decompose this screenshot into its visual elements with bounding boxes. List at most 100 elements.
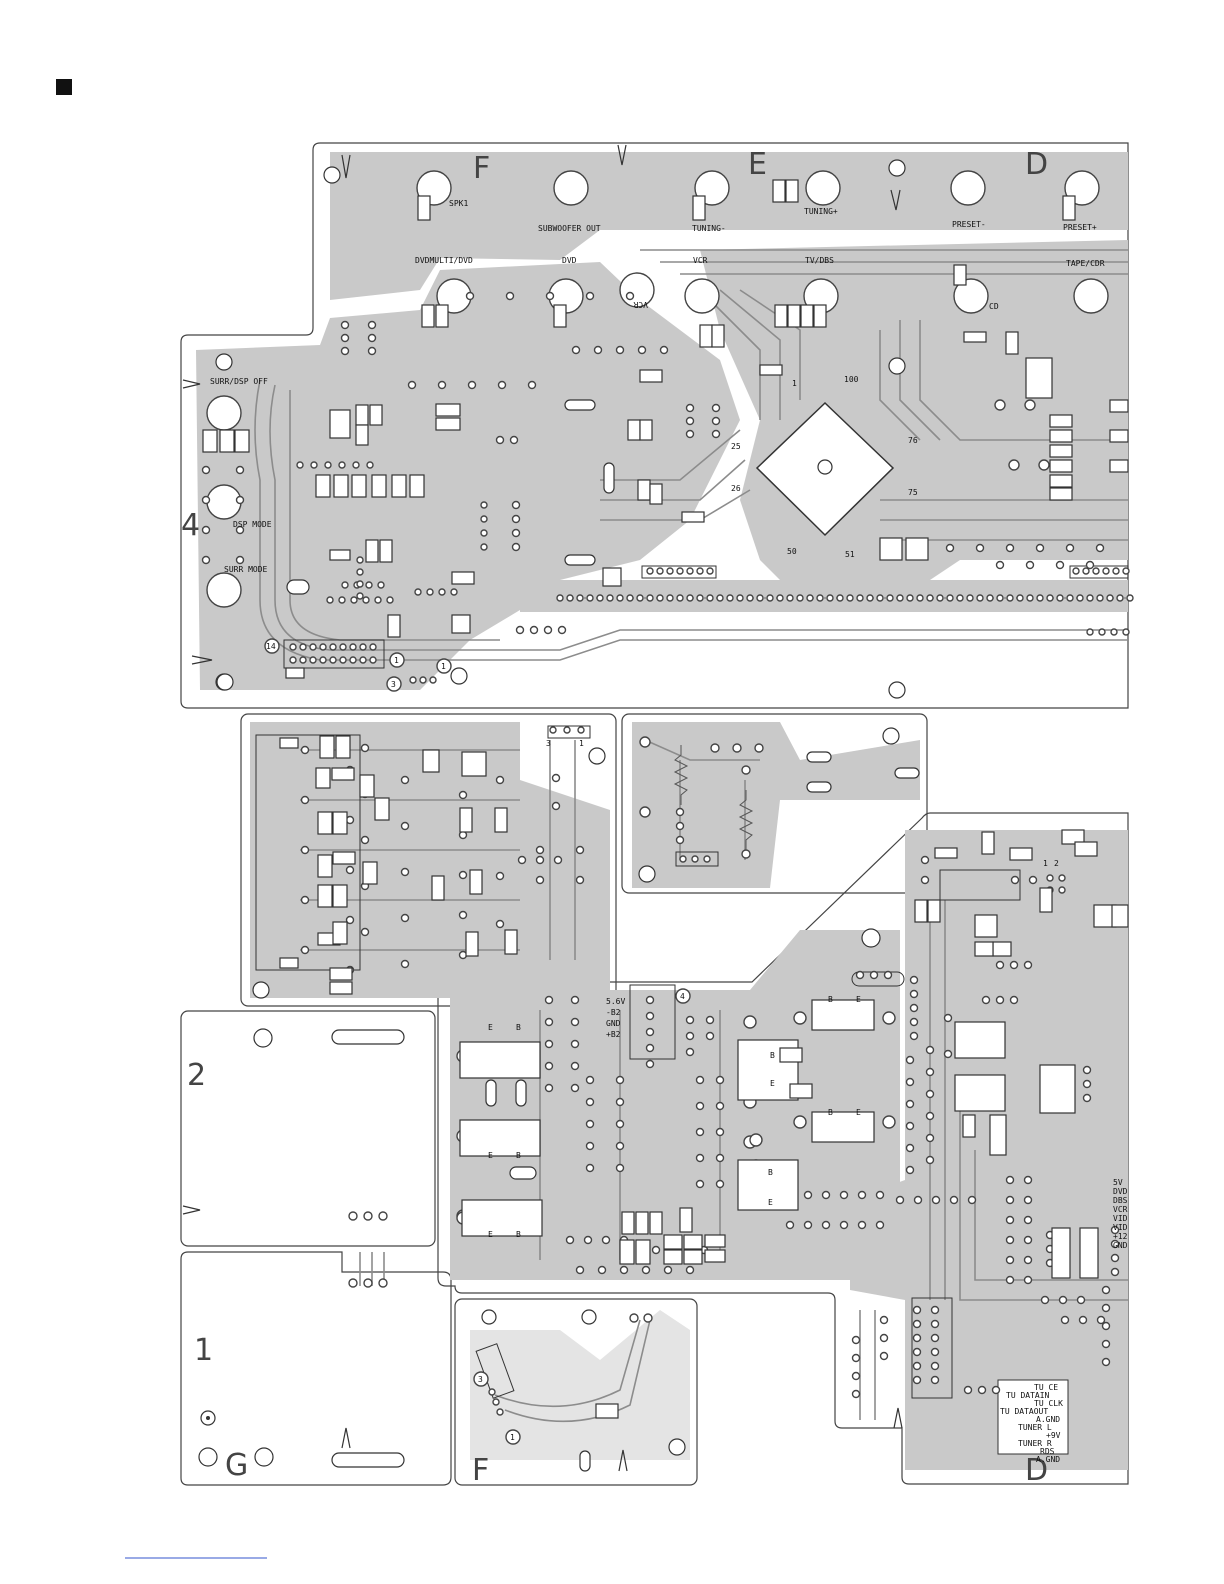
- transistor-labels: E B E B E B B E B E B E B E: [488, 995, 861, 1239]
- solder-pad: [909, 975, 919, 985]
- smd-pad: [317, 884, 333, 908]
- solder-pad: [879, 1315, 889, 1325]
- solder-pad: [1065, 543, 1075, 553]
- solder-pad: [945, 543, 955, 553]
- solder-pad: [400, 959, 410, 969]
- label-preset-minus: PRESET-: [952, 220, 986, 229]
- solder-pad: [1046, 874, 1054, 882]
- solder-pad: [886, 594, 894, 602]
- solder-pad: [905, 1077, 915, 1087]
- solder-pad: [1106, 594, 1114, 602]
- tr-label-b5: B: [770, 1051, 775, 1060]
- solder-pad: [300, 745, 310, 755]
- solder-pad: [956, 594, 964, 602]
- solder-pad: [497, 380, 507, 390]
- tuner-label-tuner-r: TUNER R: [1018, 1439, 1052, 1448]
- solder-pad: [1046, 594, 1054, 602]
- solder-pad: [1072, 567, 1080, 575]
- solder-pad: [905, 1121, 915, 1131]
- solder-pad: [1005, 1275, 1015, 1285]
- solder-pad: [1101, 1339, 1111, 1349]
- smd-pad: [409, 474, 425, 498]
- smd-pad: [879, 537, 903, 561]
- tuner-label-tu-ce: TU CE: [1034, 1383, 1058, 1392]
- tr-label-b6: B: [828, 1108, 833, 1117]
- solder-pad: [1085, 560, 1095, 570]
- solder-pad: [936, 594, 944, 602]
- solder-pad: [1066, 594, 1074, 602]
- pad-rows: [255, 565, 1129, 1455]
- solder-pad: [711, 416, 721, 426]
- smd-pad: [635, 1211, 649, 1235]
- smd-pad: [317, 854, 333, 878]
- solder-pad: [821, 1220, 831, 1230]
- smd-pad: [637, 479, 651, 501]
- solder-pad: [643, 1313, 653, 1323]
- smd-pad: [635, 1239, 651, 1265]
- solder-pad: [505, 291, 515, 301]
- solder-pad: [986, 594, 994, 602]
- smd-pad: [279, 737, 299, 749]
- smd-pad: [355, 404, 369, 426]
- solder-pad: [1082, 1079, 1092, 1089]
- solder-pad: [706, 567, 714, 575]
- solder-pad: [629, 1313, 639, 1323]
- solder-pad: [586, 594, 594, 602]
- smd-pad: [800, 304, 814, 328]
- solder-pad: [1058, 874, 1066, 882]
- smd-pad: [663, 1234, 683, 1250]
- ic-pin-100: 100: [844, 375, 859, 384]
- solder-pad: [1096, 1315, 1106, 1325]
- solder-pad: [480, 543, 488, 551]
- label-surr-mode: SURR MODE: [224, 565, 268, 574]
- solder-pad: [235, 525, 245, 535]
- solder-pad: [201, 465, 211, 475]
- ic-pin-1: 1: [792, 379, 797, 388]
- solder-pad: [377, 581, 385, 589]
- solder-pad: [995, 960, 1005, 970]
- label-dvdmulti-dvd: DVDMULTI/DVD: [415, 256, 473, 265]
- solder-pad: [329, 656, 337, 664]
- solder-pad: [495, 919, 505, 929]
- solder-pad: [235, 495, 245, 505]
- solder-pad: [509, 435, 519, 445]
- zone-number-4: 4: [181, 508, 200, 543]
- solder-pad: [495, 871, 505, 881]
- ic-pin-75: 75: [908, 488, 918, 497]
- solder-pad: [906, 594, 914, 602]
- solder-pad: [1082, 1065, 1092, 1075]
- edge-label-12v: +12: [1113, 1232, 1128, 1241]
- solder-pad: [492, 1398, 500, 1406]
- smd-pad: [329, 967, 353, 981]
- solder-pad: [1028, 875, 1038, 885]
- solder-pad: [517, 855, 527, 865]
- smd-pad: [1109, 399, 1129, 413]
- tuner-connector-labels: TU CE TU DATAIN TU CLK TU DATAOUT A.GND …: [1000, 1383, 1063, 1464]
- tr-label-e5: E: [770, 1079, 775, 1088]
- solder-pad: [645, 1059, 655, 1069]
- solder-pad: [836, 594, 844, 602]
- solder-pad: [363, 1278, 373, 1288]
- solder-pad: [1082, 1093, 1092, 1103]
- tr-label-e1: E: [488, 1023, 493, 1032]
- solder-pad: [1126, 594, 1134, 602]
- smd-pad: [787, 304, 801, 328]
- solder-pad: [645, 995, 655, 1005]
- solder-pad: [551, 773, 561, 783]
- smd-pad: [317, 811, 333, 835]
- solder-pad: [1026, 594, 1034, 602]
- solder-pad: [839, 1190, 849, 1200]
- zone-number-1: 1: [194, 1333, 213, 1368]
- solder-pad: [339, 643, 347, 651]
- solder-pad: [930, 1347, 940, 1357]
- smd-pad: [927, 899, 941, 923]
- solder-pad: [905, 1143, 915, 1153]
- smd-pad: [663, 1249, 683, 1265]
- solder-pad: [458, 910, 468, 920]
- solder-pad: [544, 1083, 554, 1093]
- smd-pad: [234, 429, 250, 453]
- solder-pad: [551, 801, 561, 811]
- solder-pad: [645, 1027, 655, 1037]
- solder-pad: [711, 403, 721, 413]
- solder-pad: [1086, 628, 1094, 636]
